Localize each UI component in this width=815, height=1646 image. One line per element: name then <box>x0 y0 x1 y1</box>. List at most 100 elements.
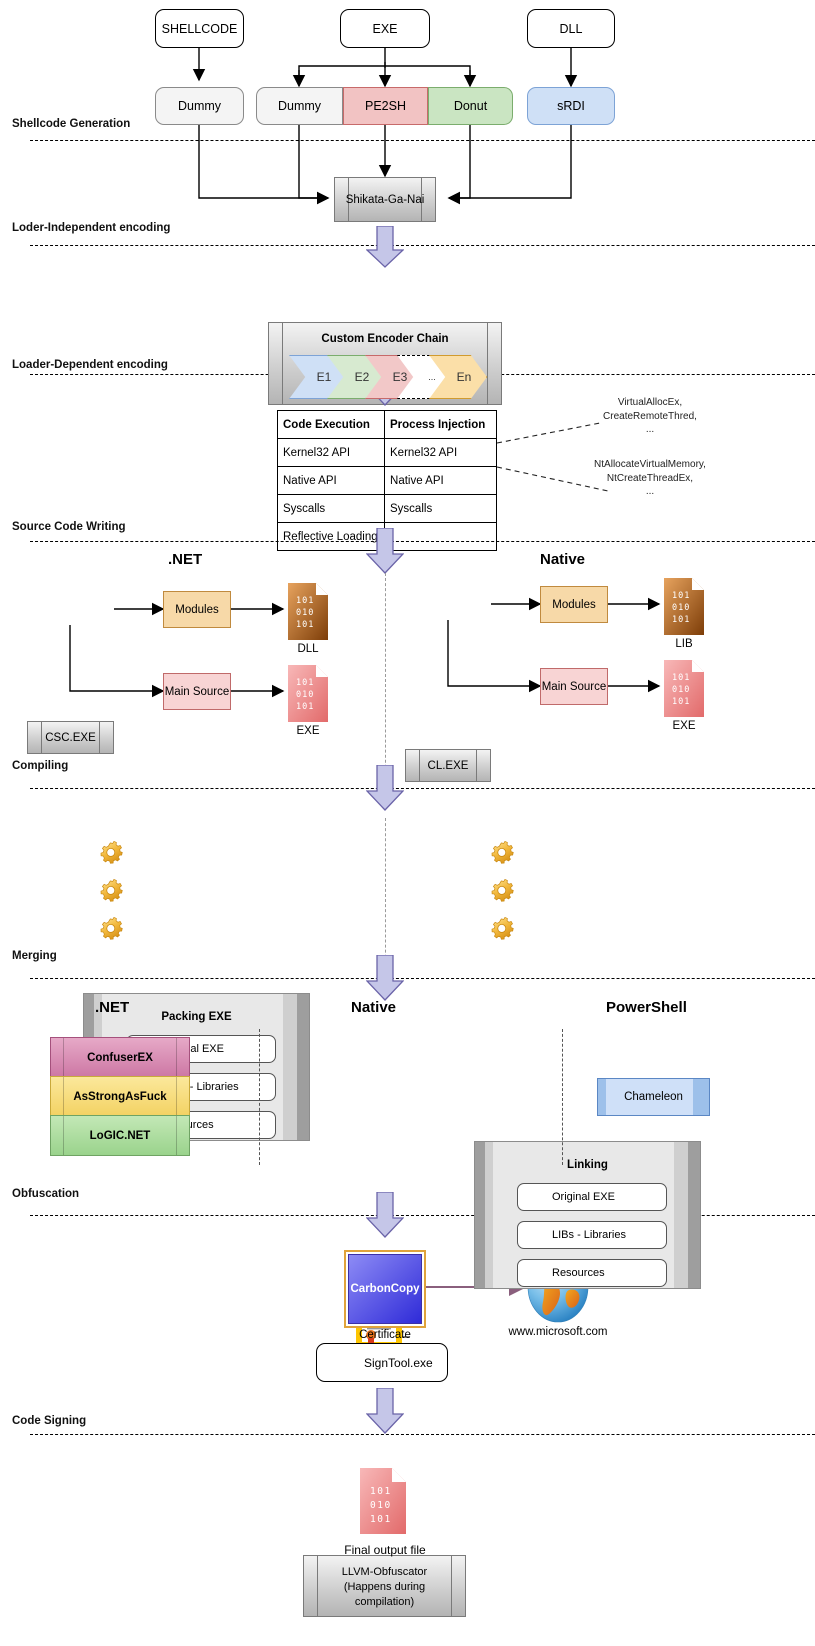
encoder-step-label: ... <box>428 372 436 382</box>
table-row: Native API Native API <box>276 466 497 495</box>
compile-box-modules-native[interactable]: Modules <box>540 586 608 623</box>
website-label-microsoft: www.microsoft.com <box>508 1326 608 1338</box>
stage-label-source-code-writing: Source Code Writing <box>12 521 126 533</box>
file-icon-dll: 101 010 101 <box>288 583 328 640</box>
lane-divider-obfuscation-left <box>259 1029 260 1165</box>
input-box-exe[interactable]: EXE <box>340 9 430 48</box>
annotation-line: NtCreateThreadEx, <box>606 472 694 484</box>
generator-box-srdi[interactable]: sRDI <box>527 87 615 125</box>
svg-text:101: 101 <box>370 1514 392 1525</box>
final-output-label: Final output file <box>344 1543 426 1557</box>
compiler-label: CSC.EXE <box>45 731 96 744</box>
file-icon-exe-native: 101 010 101 <box>664 660 704 717</box>
table-header-row: Code Execution Process Injection <box>276 410 497 439</box>
table-header-cell: Code Execution <box>276 410 386 439</box>
compiler-box-cl[interactable]: CL.EXE <box>405 749 491 782</box>
svg-text:010: 010 <box>296 690 314 700</box>
annotation-line: ... <box>645 486 655 497</box>
lane-divider-compiling <box>385 573 386 788</box>
merge-item-resources-native[interactable]: Resources <box>517 1259 667 1287</box>
compile-box-label: Main Source <box>541 680 607 693</box>
encoder-shikata-label: Shikata-Ga-Nai <box>345 193 425 206</box>
annotation-kernel32-apis: VirtualAllocEx, CreateRemoteThred, ... <box>555 396 745 437</box>
separator-shellcode-generation <box>30 140 815 141</box>
lane-divider-merging <box>385 818 386 978</box>
obfuscator-label: AsStrongAsFuck <box>73 1090 167 1103</box>
flow-arrow-1 <box>366 226 404 268</box>
input-box-dll[interactable]: DLL <box>527 9 615 48</box>
separator-merging <box>30 978 815 979</box>
svg-text:101: 101 <box>296 620 314 630</box>
svg-text:101: 101 <box>672 591 690 601</box>
svg-text:010: 010 <box>296 608 314 618</box>
encoder-step-label: E2 <box>354 370 370 384</box>
compile-box-main-source-dotnet[interactable]: Main Source <box>163 673 231 710</box>
svg-text:101: 101 <box>296 596 314 606</box>
input-box-dll-label: DLL <box>559 21 583 36</box>
tool-signtool-label: SignTool.exe <box>364 1355 433 1370</box>
file-icon-exe-dotnet: 101 010 101 <box>288 665 328 722</box>
compile-box-label: Main Source <box>164 685 230 698</box>
compiler-label: CL.EXE <box>427 759 469 772</box>
svg-text:101: 101 <box>672 673 690 683</box>
lane-title-dotnet-compiling: .NET <box>168 551 203 568</box>
file-label-dll: DLL <box>297 643 319 655</box>
obfuscator-llvm[interactable]: LLVM-Obfuscator (Happens during compilat… <box>303 1555 466 1617</box>
generator-label: Dummy <box>177 99 222 113</box>
compile-box-modules-dotnet[interactable]: Modules <box>163 591 231 628</box>
obfuscator-logicnet[interactable]: LoGIC.NET <box>50 1115 190 1156</box>
obfuscator-label: Chameleon <box>624 1091 683 1103</box>
stage-label-loader-dependent: Loader-Dependent encoding <box>12 359 168 371</box>
table-row: Kernel32 API Kernel32 API <box>276 438 497 467</box>
annotation-line: VirtualAllocEx, <box>617 397 683 408</box>
table-cell: Syscalls <box>384 494 497 523</box>
encoder-step-label: E1 <box>316 370 332 384</box>
custom-encoder-chain-panel[interactable]: Custom Encoder Chain E1 E2 E3 ... En <box>268 322 502 405</box>
compile-box-main-source-native[interactable]: Main Source <box>540 668 608 705</box>
merge-item-libs-libraries[interactable]: LIBs - Libraries <box>517 1221 667 1249</box>
obfuscator-confuserex[interactable]: ConfuserEX <box>50 1037 190 1078</box>
table-cell: Reflective Loading <box>276 522 386 551</box>
lane-title-native-obfuscation: Native <box>351 999 397 1016</box>
svg-text:101: 101 <box>296 702 314 712</box>
flow-arrow-5 <box>366 955 404 1001</box>
compile-box-label: Modules <box>175 603 219 616</box>
lane-title-native-compiling: Native <box>540 551 586 568</box>
table-row: Syscalls Syscalls <box>276 494 497 523</box>
encoder-step-label: E3 <box>392 370 408 384</box>
annotation-native-apis: NtAllocateVirtualMemory, NtCreateThreadE… <box>555 458 745 499</box>
file-label-exe-native: EXE <box>672 720 696 732</box>
annotation-line: NtAllocateVirtualMemory, <box>594 459 706 470</box>
lane-divider-obfuscation-right <box>562 1029 563 1165</box>
generator-box-donut[interactable]: Donut <box>428 87 513 125</box>
merge-panel-linking[interactable]: Linking Original EXE LIBs - Libraries Re… <box>474 1141 701 1289</box>
compiler-box-csc[interactable]: CSC.EXE <box>27 721 114 754</box>
table-cell: Kernel32 API <box>276 438 386 467</box>
obfuscator-asstrongasfuck[interactable]: AsStrongAsFuck <box>50 1076 190 1117</box>
annotation-line: ... <box>645 424 655 435</box>
merge-item-original-exe-native[interactable]: Original EXE <box>517 1183 667 1211</box>
svg-text:010: 010 <box>672 603 690 613</box>
custom-encoder-chain-title: Custom Encoder Chain <box>321 333 449 345</box>
obfuscator-llvm-line: compilation) <box>354 1595 415 1608</box>
input-box-shellcode-label: SHELLCODE <box>161 21 238 36</box>
compile-box-label: Modules <box>552 598 596 611</box>
separator-loader-independent <box>30 245 815 246</box>
generator-box-dummy-exe[interactable]: Dummy <box>256 87 343 125</box>
encoder-shikata-ga-nai[interactable]: Shikata-Ga-Nai <box>334 177 436 222</box>
table-cell: Native API <box>384 466 497 495</box>
lane-title-powershell-obfuscation: PowerShell <box>606 999 687 1016</box>
tool-signtool[interactable]: SignTool.exe <box>316 1343 448 1382</box>
input-box-shellcode[interactable]: SHELLCODE <box>155 9 244 48</box>
stage-label-code-signing: Code Signing <box>12 1415 87 1427</box>
table-row: Reflective Loading - <box>276 522 497 551</box>
flow-arrow-4 <box>366 765 404 811</box>
generator-label: Donut <box>453 99 488 113</box>
generator-box-dummy-shellcode[interactable]: Dummy <box>155 87 244 125</box>
generator-box-pe2sh[interactable]: PE2SH <box>343 87 428 125</box>
tool-carboncopy[interactable]: CarbonCopy <box>344 1250 426 1328</box>
obfuscator-chameleon[interactable]: Chameleon <box>597 1078 710 1116</box>
separator-obfuscation <box>30 1215 815 1216</box>
